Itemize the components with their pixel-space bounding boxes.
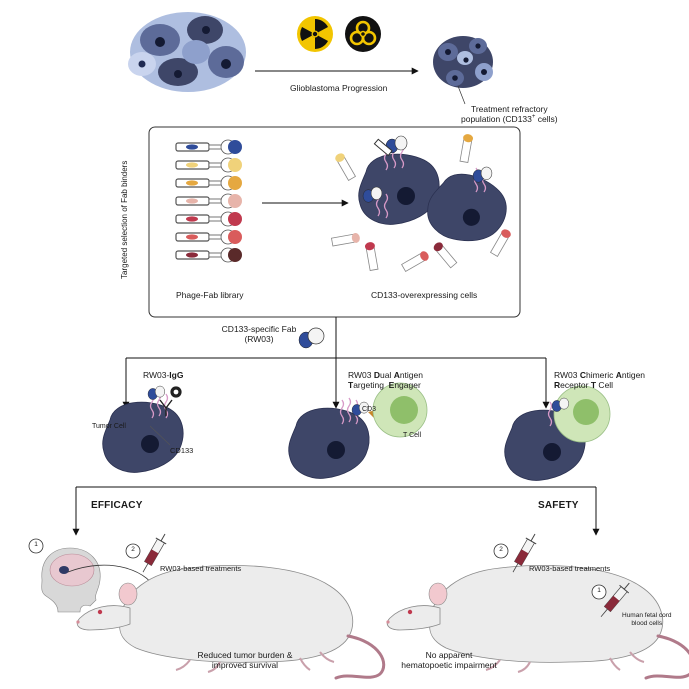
library-label: Phage-Fab library [176,290,244,300]
safety-treatment-label: RW03-based treatments [529,564,611,573]
date-format-illustration [288,382,428,479]
efficacy-outcome: Reduced tumor burden & improved survival [180,650,310,670]
date-format-label: RW03 Dual Antigen Targeting Engager [348,370,423,390]
date-l2-r1: argeting [353,380,389,391]
efficacy-step2-badge [125,543,141,559]
efficacy-step1-badge [28,538,44,554]
date-l2-b1: T [348,380,354,391]
safety-outcome-line2: hematopoetic impairment [401,660,497,671]
fab-label: CD133-specific Fab (RW03) [213,324,305,344]
date-l2-b2: E [388,380,395,391]
blood-cells-label: Human fetal cord blood cells [622,612,672,628]
t-cell-label: T Cell [403,432,422,439]
glioblastoma-tumor-cluster [128,12,246,92]
safety-step1-number: 1 [597,587,601,594]
biohazard-icon [345,16,381,52]
car-l2-b1: R [554,380,561,391]
car-l1-b2: A [615,370,622,380]
refractory-sup: + [531,114,536,121]
date-l2-r2: ngager [394,380,421,391]
blood-line1: Human fetal cord [622,612,672,619]
safety-step2-number: 2 [499,546,503,553]
efficacy-treatment-label: RW03-based treatments [160,564,242,573]
cd133-overexpressing-cells [331,134,516,273]
cd133-label: CD133 [170,446,194,455]
date-l1-pre: RW03 [348,370,374,380]
safety-outcome: No apparent hematopoetic impairment [384,650,514,670]
cd3-label: CD3 [362,406,377,413]
tumor-cell-label: Tumor Cell [92,423,126,430]
efficacy-outcome-line2: improved survival [211,660,279,671]
efficacy-title: EFFICACY [91,500,143,511]
refractory-pointer [457,85,466,105]
rw03-fab-icon [298,327,325,349]
car-l2-r1: eceptor [560,380,591,391]
igg-format-illustration [102,385,184,473]
car-l1-b1: C [579,370,586,380]
car-l1-pre: RW03 [554,370,580,380]
safety-outcome-line1: No apparent [425,650,473,660]
date-l1-r1: ual [379,370,394,380]
human-head-icon [41,547,101,613]
safety-title: SAFETY [538,500,579,511]
car-l1-r1: himeric [585,370,616,380]
efficacy-step1-number: 1 [34,541,38,548]
igg-bold: IgG [169,370,184,380]
car-l2-b2: T [590,380,597,391]
car-format-label: RW03 Chimeric Antigen Receptor T Cell [554,370,645,390]
date-l1-b2: A [393,370,400,380]
refractory-line2-end: cells) [535,114,558,125]
refractory-label: Treatment refractory population (CD133+ … [461,104,558,124]
fab-label-line2: (RW03) [244,334,274,345]
igg-prefix: RW03- [143,370,170,380]
safety-step1-badge [591,584,607,600]
fab-label-line1: CD133-specific Fab [221,324,297,334]
car-l1-r2: ntigen [621,370,646,380]
progression-label: Glioblastoma Progression [290,83,388,93]
car-l2-r2: Cell [596,380,614,391]
date-l1-r2: ntigen [399,370,423,380]
efficacy-outcome-line1: Reduced tumor burden & [197,650,293,660]
igg-format-label: RW03-IgG [143,370,183,380]
fab-selection-box [148,126,521,318]
selection-side-label: Targeted selection of Fab binders [120,160,130,279]
safety-step2-badge [493,543,509,559]
refractory-line1: Treatment refractory [470,104,548,114]
phage-fab-library [175,139,242,263]
efficacy-step2-number: 2 [131,546,135,553]
car-t-format-illustration [504,385,611,481]
date-l1-b1: D [373,370,380,380]
cells-label: CD133-overexpressing cells [371,290,478,300]
blood-line2: blood cells [631,619,663,627]
radiation-icon [297,16,333,52]
refractory-cell-cluster [433,36,493,88]
refractory-line2: population (CD133 [461,114,532,125]
